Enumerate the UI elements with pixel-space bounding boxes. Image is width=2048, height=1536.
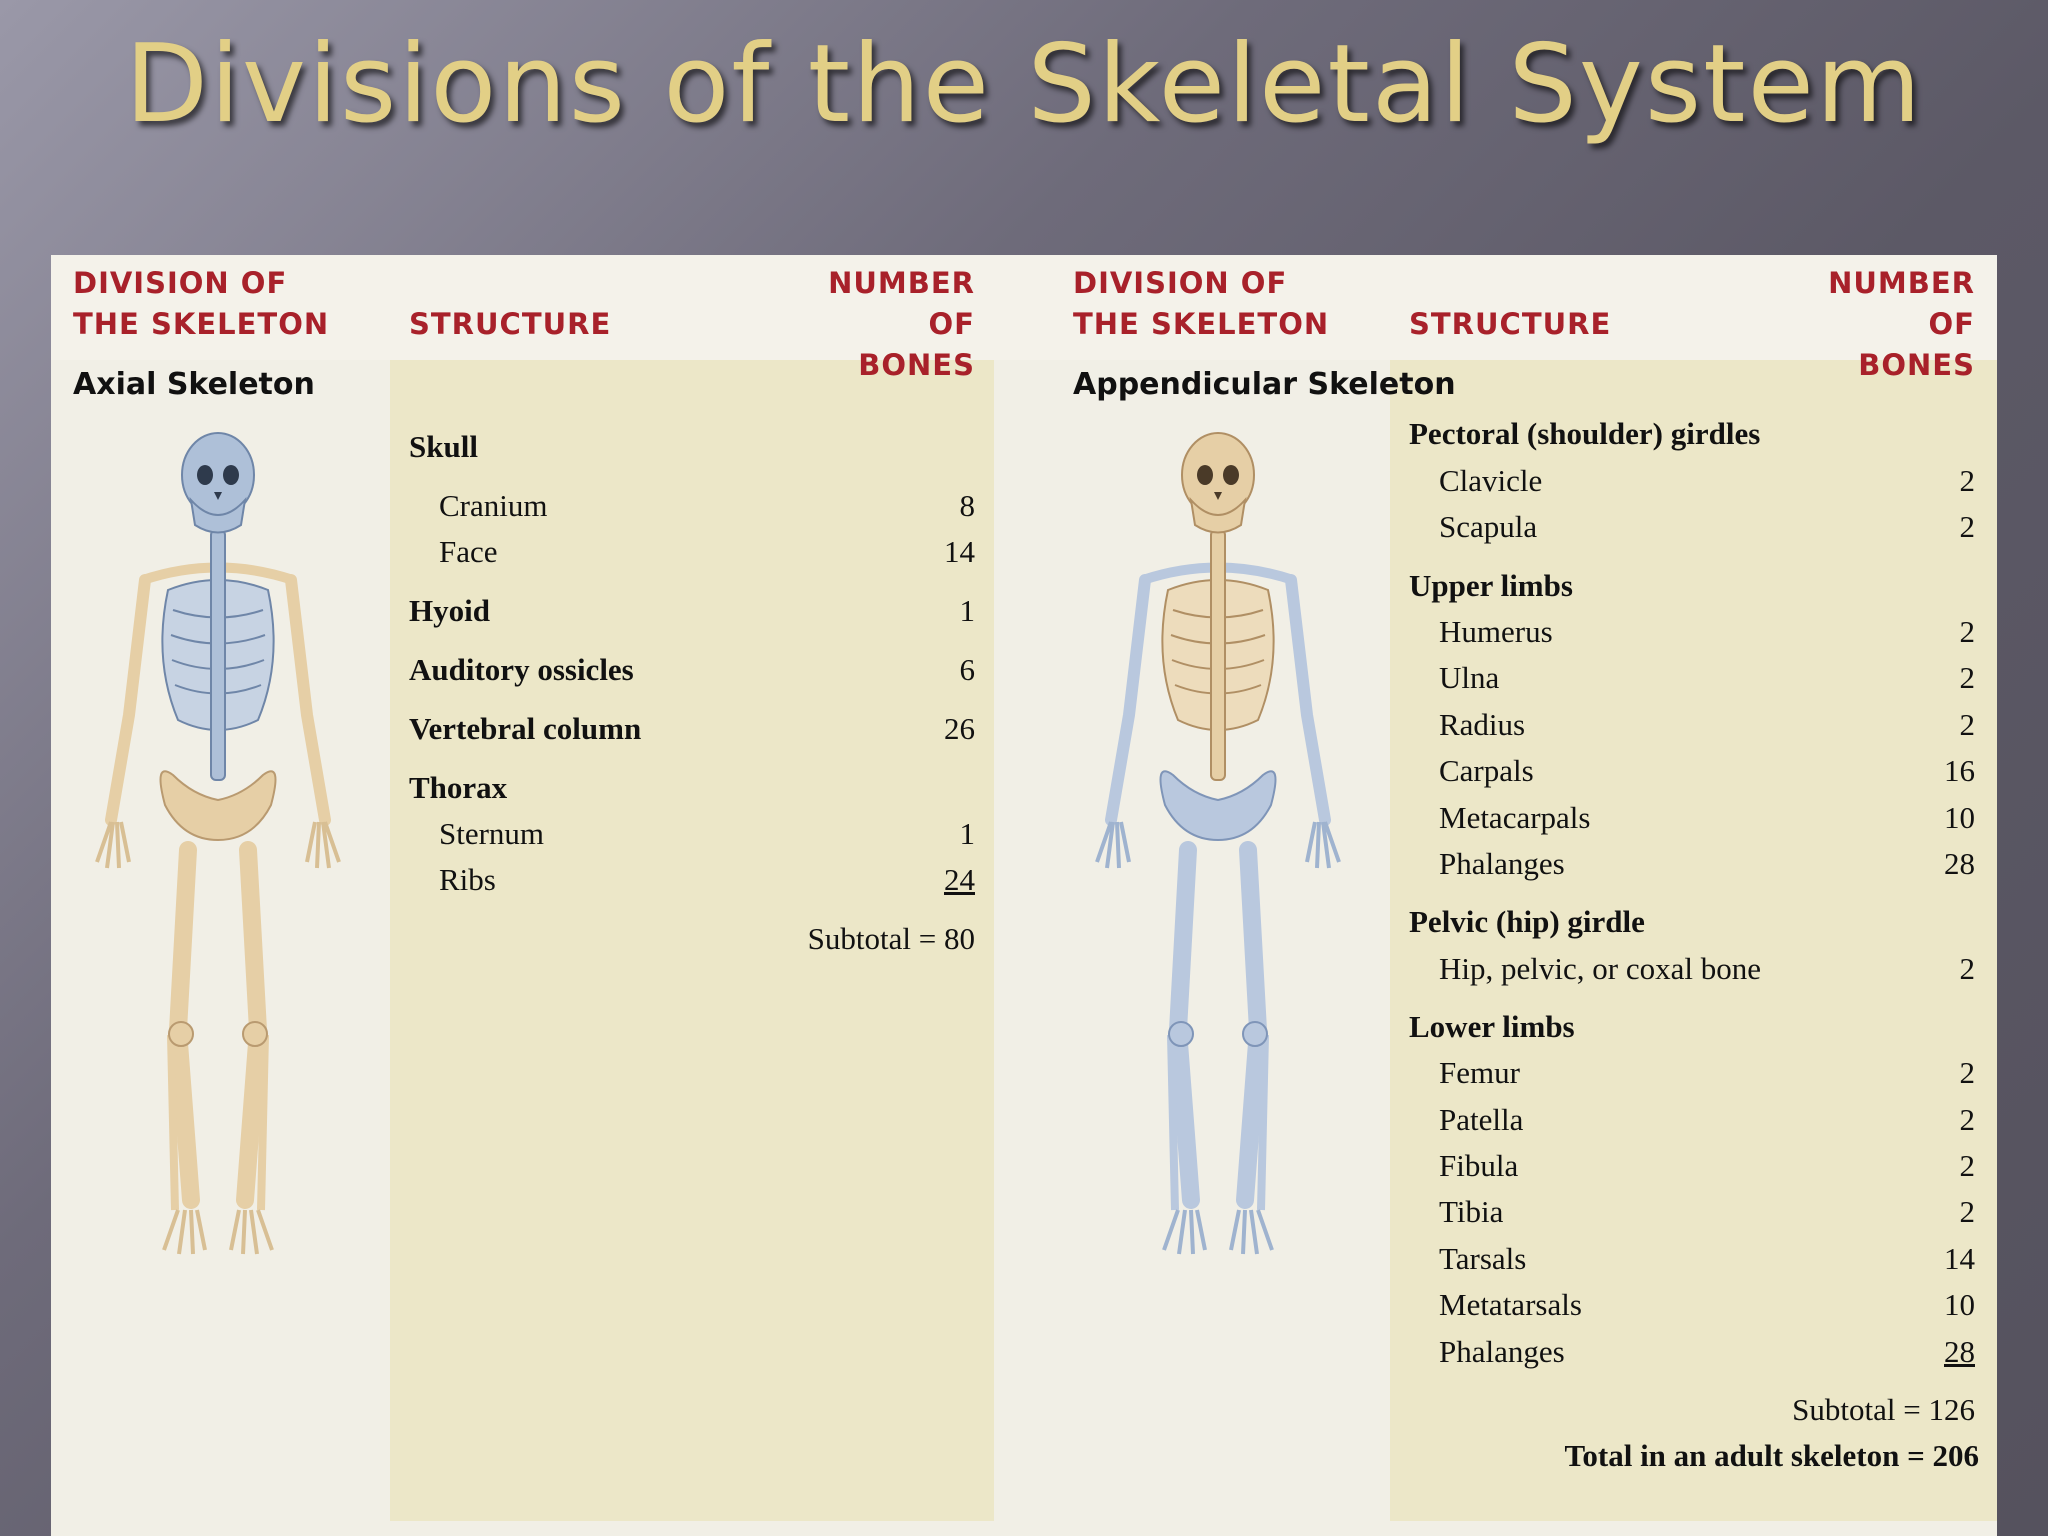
header-structure-left: STRUCTURE	[409, 307, 612, 341]
app-row-pectoral-girdles: Pectoral (shoulder) girdles	[1409, 416, 1761, 451]
header-structure-right: STRUCTURE	[1409, 307, 1612, 341]
header-division-left: DIVISION OF THE SKELETON	[73, 266, 330, 341]
appendicular-structure-column	[1390, 360, 1997, 1521]
skeleton-table: DIVISION OF THE SKELETON STRUCTURE NUMBE…	[51, 255, 1997, 1536]
header-division-right: DIVISION OF THE SKELETON	[1073, 266, 1330, 341]
appendicular-skeleton-illustration	[1095, 432, 1341, 1255]
app-row-lower-limbs: Lower limbs	[1409, 1009, 1575, 1044]
axial-row-skull: Skull	[409, 429, 478, 464]
header-number-right: NUMBER OF BONES	[1828, 266, 1975, 382]
axial-subtotal: Subtotal = 80	[807, 921, 975, 956]
axial-skeleton-illustration	[95, 432, 341, 1255]
app-row-pelvic-girdle: Pelvic (hip) girdle	[1409, 904, 1645, 939]
app-row-upper-limbs: Upper limbs	[1409, 568, 1573, 603]
header-number-left: NUMBER OF BONES	[828, 266, 975, 382]
slide-title: Divisions of the Skeletal System	[124, 22, 1924, 147]
axial-structure-column	[390, 360, 994, 1521]
appendicular-subtotal: Subtotal = 126	[1792, 1392, 1975, 1427]
table-header	[51, 255, 1997, 360]
axial-skeleton-label: Axial Skeleton	[73, 367, 315, 402]
appendicular-skeleton-label: Appendicular Skeleton	[1073, 367, 1456, 402]
adult-skeleton-total: Total in an adult skeleton = 206	[1564, 1438, 1979, 1473]
axial-row-thorax: Thorax	[409, 770, 508, 805]
